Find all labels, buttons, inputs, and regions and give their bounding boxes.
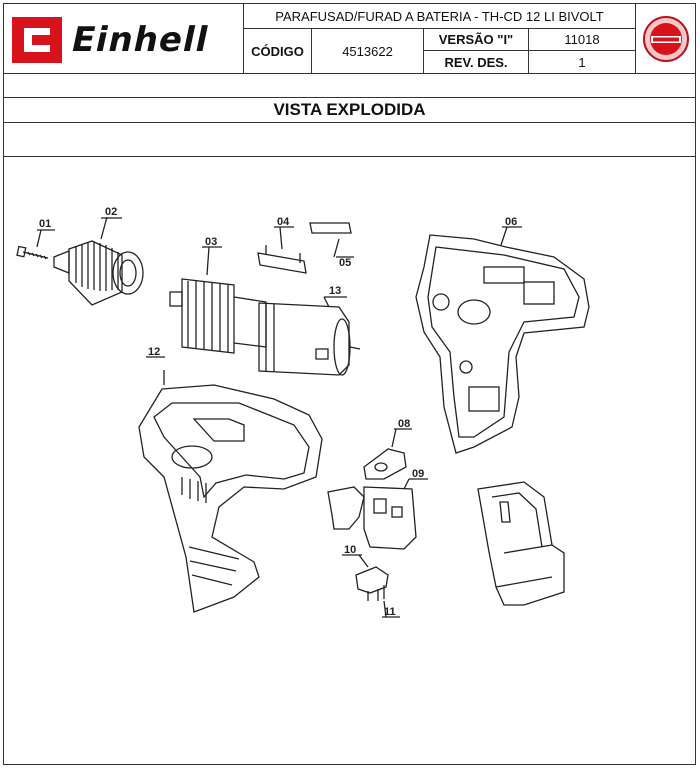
part-label-09: 09 <box>412 468 424 480</box>
part-04-switch-slider: 04 <box>257 216 307 274</box>
rev-label: REV. DES. <box>423 50 529 74</box>
part-label-03: 03 <box>205 236 217 248</box>
part-13-motor: 13 <box>258 285 361 376</box>
part-label-05: 05 <box>339 257 351 269</box>
part-label-10: 10 <box>344 544 356 556</box>
part-01-screw: 01 <box>16 218 55 260</box>
brand-name: Einhell <box>67 20 213 60</box>
blank-row <box>3 73 696 98</box>
part-06-housing-half-right: 06 <box>415 216 590 454</box>
rev-value: 1 <box>528 50 636 74</box>
brand-logo-cell: Einhell <box>3 3 244 74</box>
section-title: VISTA EXPLODIDA <box>3 97 696 123</box>
part-label-06: 06 <box>505 216 517 228</box>
quality-seal-icon <box>642 15 689 62</box>
part-label-11: 11 <box>384 606 396 618</box>
part-label-13: 13 <box>329 285 341 297</box>
part-05-switch-label: 05 <box>309 222 354 269</box>
codigo-value: 4513622 <box>311 28 424 74</box>
part-03-gearbox: 03 <box>169 236 267 354</box>
codigo-label: CÓDIGO <box>243 28 312 74</box>
battery-pack <box>477 481 565 606</box>
part-08-direction-switch: 08 <box>363 418 412 480</box>
part-02-drill-chuck: 02 <box>53 206 144 306</box>
part-label-12: 12 <box>148 346 160 358</box>
part-09-trigger-switch: 09 <box>327 468 428 550</box>
exploded-view-drawing: 01 02 03 <box>3 156 696 765</box>
product-title: PARAFUSAD/FURAD A BATERIA - TH-CD 12 LI … <box>243 3 636 29</box>
versao-label: VERSÃO "I" <box>423 28 529 51</box>
part-label-01: 01 <box>39 218 51 230</box>
part-label-08: 08 <box>398 418 410 430</box>
part-12-housing-half-left: 12 <box>138 346 323 613</box>
part-10-terminal: 10 11 <box>342 544 400 618</box>
quality-seal-cell <box>635 3 696 74</box>
part-label-02: 02 <box>105 206 117 218</box>
einhell-logo-icon <box>12 17 62 63</box>
blank-row <box>3 122 696 157</box>
versao-value: 11018 <box>528 28 636 51</box>
part-label-04: 04 <box>277 216 290 228</box>
